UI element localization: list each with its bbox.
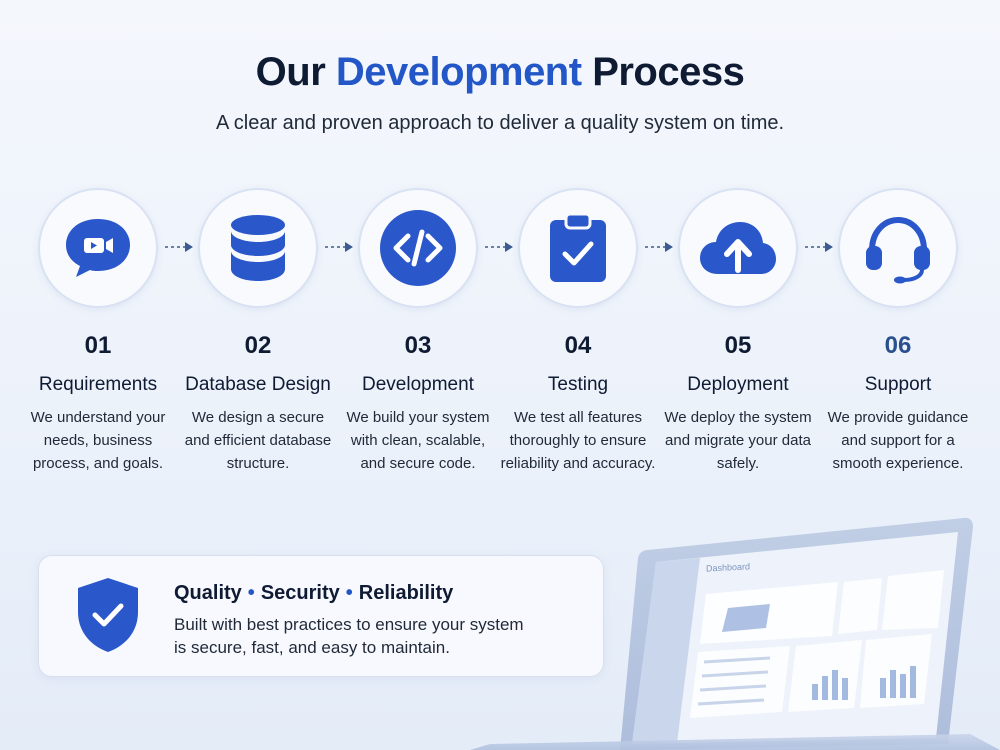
cloud-upload-icon [700, 222, 776, 274]
step-deployment: 05 Deployment We deploy the system and m… [653, 188, 823, 475]
step-title: Support [864, 374, 932, 395]
step-title: Deployment [687, 374, 789, 395]
step-title: Requirements [38, 374, 158, 395]
arrow-right-icon [325, 242, 353, 252]
step-requirements: 01 Requirements We understand your needs… [13, 188, 183, 475]
step-description: We design a secure and efficient databas… [184, 409, 332, 472]
quality-card: Quality•Security•Reliability Built with … [38, 555, 604, 677]
separator-dot: • [345, 582, 353, 604]
step-number: 01 [84, 332, 112, 359]
quality-word: Quality [174, 582, 242, 604]
reliability-word: Reliability [358, 582, 454, 604]
step-description: We provide guidance and support for a sm… [827, 409, 969, 472]
security-word: Security [260, 582, 340, 604]
database-icon [231, 215, 285, 281]
step-title: Development [362, 374, 474, 395]
step-title: Database Design [185, 374, 331, 395]
step-database-design: 02 Database Design We design a secure an… [173, 188, 343, 475]
code-icon [380, 210, 456, 286]
process-steps: 01 Requirements We understand your needs… [0, 188, 1000, 488]
step-icon-circle [518, 188, 638, 308]
arrow-right-icon [485, 242, 513, 252]
dashboard-heading: Dashboard [706, 561, 750, 573]
shield-check-icon [78, 578, 138, 652]
step-description: We test all features thoroughly to ensur… [500, 409, 656, 472]
page-title: Our Development Process [0, 50, 1000, 95]
clipboard-check-icon [550, 212, 606, 282]
chat-video-icon [66, 219, 130, 277]
title-pre: Our [255, 50, 326, 94]
separator-dot: • [247, 582, 255, 604]
step-number: 02 [244, 332, 272, 359]
arrow-right-icon [645, 242, 673, 252]
headset-icon [866, 216, 930, 284]
laptop-dashboard-illustration: Dashboard [470, 517, 1000, 750]
step-number: 06 [884, 332, 912, 359]
step-number: 03 [404, 332, 432, 359]
step-icon-circle [358, 188, 478, 308]
arrow-right-icon [165, 242, 193, 252]
title-accent: Development [335, 50, 582, 94]
step-title: Testing [547, 374, 609, 395]
step-support: 06 Support We provide guidance and suppo… [813, 188, 983, 475]
step-icon-circle [678, 188, 798, 308]
step-icon-circle [38, 188, 158, 308]
step-description: We deploy the system and migrate your da… [664, 409, 812, 472]
quality-heading: Quality•Security•Reliability [174, 582, 453, 605]
quality-description: Built with best practices to ensure your… [174, 615, 524, 657]
step-icon-circle [838, 188, 958, 308]
title-post: Process [592, 50, 745, 94]
step-number: 05 [724, 332, 752, 359]
step-icon-circle [198, 188, 318, 308]
arrow-right-icon [805, 242, 833, 252]
step-description: We understand your needs, business proce… [30, 409, 166, 472]
step-development: 03 Development We build your system with… [333, 188, 503, 475]
step-testing: 04 Testing We test all features thorough… [493, 188, 663, 475]
step-number: 04 [564, 332, 592, 359]
step-description: We build your system with clean, scalabl… [346, 409, 490, 472]
page-subtitle: A clear and proven approach to deliver a… [215, 112, 785, 134]
